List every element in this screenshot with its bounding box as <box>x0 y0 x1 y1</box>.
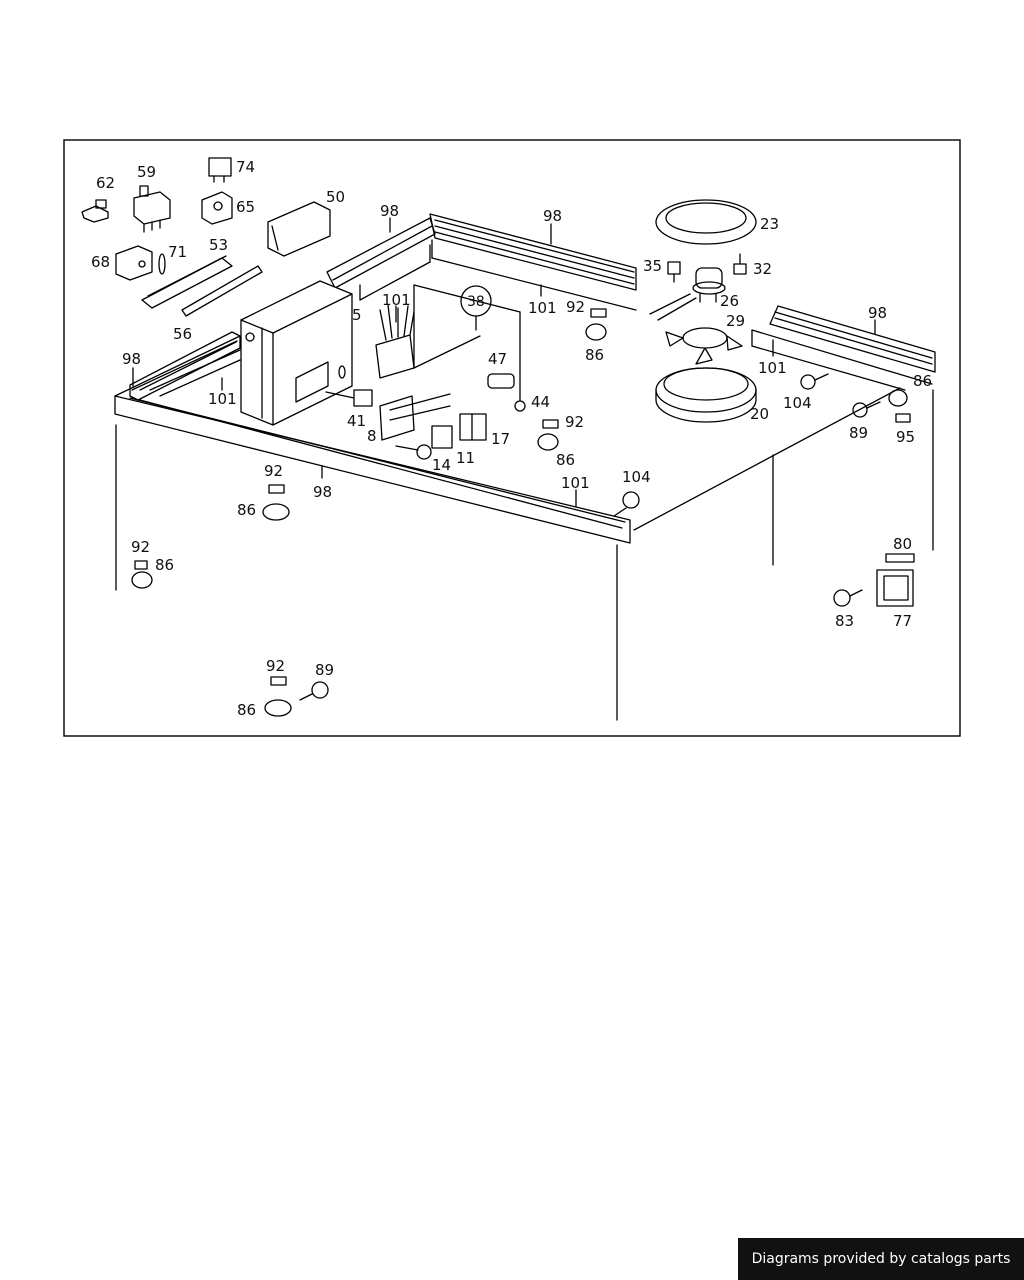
callout: 101 <box>382 291 411 309</box>
callout: 71 <box>168 243 187 261</box>
control-unit <box>240 280 353 426</box>
clip-group <box>131 308 911 717</box>
box-68 <box>115 245 153 281</box>
screw-35 <box>667 261 681 283</box>
left-rail <box>129 331 241 401</box>
callout: 104 <box>783 394 812 412</box>
callout: 26 <box>720 292 739 310</box>
relay-59 <box>133 185 171 233</box>
callout: 98 <box>543 207 562 225</box>
callout: 89 <box>315 661 334 679</box>
part-62 <box>81 199 109 223</box>
callout: 101 <box>208 390 237 408</box>
callout: 47 <box>488 350 507 368</box>
callout: 86 <box>556 451 575 469</box>
callout: 95 <box>896 428 915 446</box>
callout: 92 <box>565 413 584 431</box>
callout: 86 <box>585 346 604 364</box>
credit-badge: Diagrams provided by catalogs parts <box>738 1238 1024 1280</box>
callout: 59 <box>137 163 156 181</box>
callout: 35 <box>643 257 662 275</box>
callout: 77 <box>893 612 912 630</box>
callout: 98 <box>122 350 141 368</box>
callout: 41 <box>347 412 366 430</box>
callout: 17 <box>491 430 510 448</box>
callout: 98 <box>313 483 332 501</box>
callout: 8 <box>367 427 377 445</box>
part-47 <box>487 373 515 389</box>
screw-32 <box>733 253 747 275</box>
callout: 101 <box>561 474 590 492</box>
cabinet-outline <box>115 387 934 721</box>
callout: 53 <box>209 236 228 254</box>
callout: 98 <box>868 304 887 322</box>
vent-cover-23 <box>655 199 757 245</box>
callout: 92 <box>266 657 285 675</box>
callout: 62 <box>96 174 115 192</box>
callout: 86 <box>237 701 256 719</box>
callout: 89 <box>849 424 868 442</box>
relay-65 <box>201 191 233 225</box>
callout: 92 <box>566 298 585 316</box>
relay-74 <box>208 157 232 183</box>
callout: 44 <box>531 393 550 411</box>
back-rail-right <box>429 213 637 311</box>
front-rail <box>114 335 631 544</box>
callout: 56 <box>173 325 192 343</box>
rocker-switch-77 <box>876 553 915 607</box>
callout: 92 <box>264 462 283 480</box>
callout: 38 <box>467 294 485 310</box>
callout: 68 <box>91 253 110 271</box>
back-rail-left <box>326 217 436 301</box>
callout: 65 <box>236 198 255 216</box>
callout: 29 <box>726 312 745 330</box>
screw-14 <box>395 444 432 460</box>
callout: 98 <box>380 202 399 220</box>
callout: 11 <box>456 449 475 467</box>
callout: 20 <box>750 405 769 423</box>
wiring-harness <box>375 284 521 401</box>
plug-41 <box>325 389 373 407</box>
callout: 86 <box>913 372 932 390</box>
callout: 101 <box>528 299 557 317</box>
callout: 86 <box>237 501 256 519</box>
fan-29 <box>649 293 743 365</box>
callout: 104 <box>622 468 651 486</box>
callout: 80 <box>893 535 912 553</box>
callout: 23 <box>760 215 779 233</box>
channel-53 <box>141 255 233 309</box>
callout: 101 <box>758 359 787 377</box>
callout: 50 <box>326 188 345 206</box>
callout: 86 <box>155 556 174 574</box>
clip-44 <box>514 400 526 412</box>
callout: 32 <box>753 260 772 278</box>
bracket-8 <box>379 393 451 441</box>
switch-17 <box>459 413 487 441</box>
callout-labels: 62 59 74 65 50 68 71 53 56 98 98 98 98 9… <box>91 158 932 719</box>
module-50 <box>267 201 331 257</box>
callout: 92 <box>131 538 150 556</box>
switch-11 <box>431 425 453 449</box>
callout: 74 <box>236 158 255 176</box>
callout: 5 <box>352 306 362 324</box>
part-71 <box>158 253 166 275</box>
callout: 14 <box>432 456 451 474</box>
right-rail <box>751 305 936 391</box>
callout: 83 <box>835 612 854 630</box>
channel-56 <box>181 265 263 317</box>
diagram-frame <box>63 139 961 737</box>
vent-ring-20 <box>655 367 757 423</box>
screw-group <box>299 373 881 701</box>
motor-26 <box>692 267 726 303</box>
leader-lines <box>132 217 876 507</box>
